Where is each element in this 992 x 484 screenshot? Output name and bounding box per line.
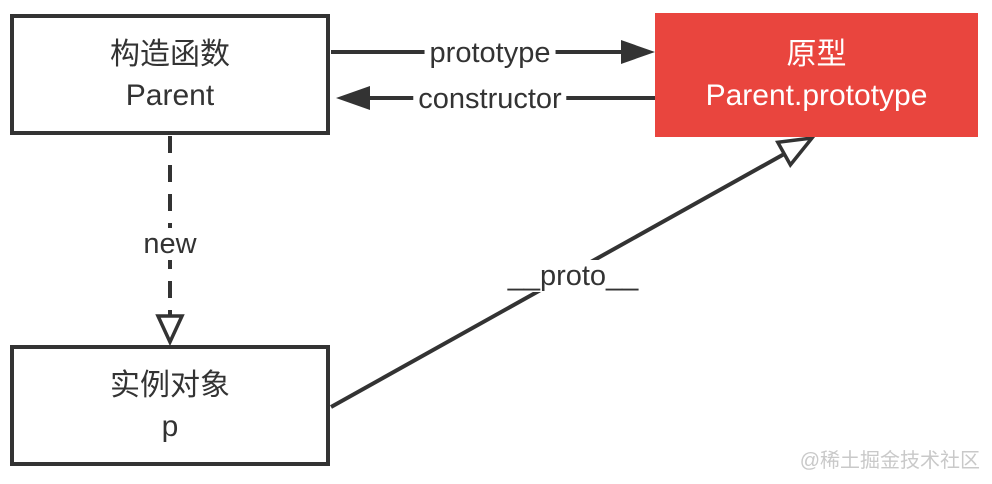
instance-box-title: 实例对象 bbox=[110, 368, 230, 402]
constructor-box: 构造函数 Parent bbox=[10, 14, 330, 135]
new-edge-label: new bbox=[138, 228, 202, 260]
new-arrowhead-icon bbox=[155, 314, 185, 347]
prototype-box-subtitle: Parent.prototype bbox=[705, 79, 928, 112]
constructor-edge-label: constructor bbox=[413, 83, 567, 115]
instance-box-subtitle: p bbox=[161, 409, 179, 443]
proto-edge-label: __proto__ bbox=[502, 260, 644, 292]
prototype-box-title: 原型 bbox=[786, 38, 847, 71]
constructor-box-subtitle: Parent bbox=[125, 78, 215, 112]
prototype-edge-label: prototype bbox=[424, 37, 556, 69]
prototype-box: 原型 Parent.prototype bbox=[655, 13, 978, 137]
watermark: @稀土掘金技术社区 bbox=[799, 450, 980, 472]
proto-arrowhead-icon bbox=[775, 135, 817, 169]
constructor-box-title: 构造函数 bbox=[110, 37, 230, 71]
constructor-arrowhead-icon bbox=[336, 86, 370, 110]
instance-box: 实例对象 p bbox=[10, 345, 330, 466]
prototype-arrowhead-icon bbox=[621, 40, 655, 64]
